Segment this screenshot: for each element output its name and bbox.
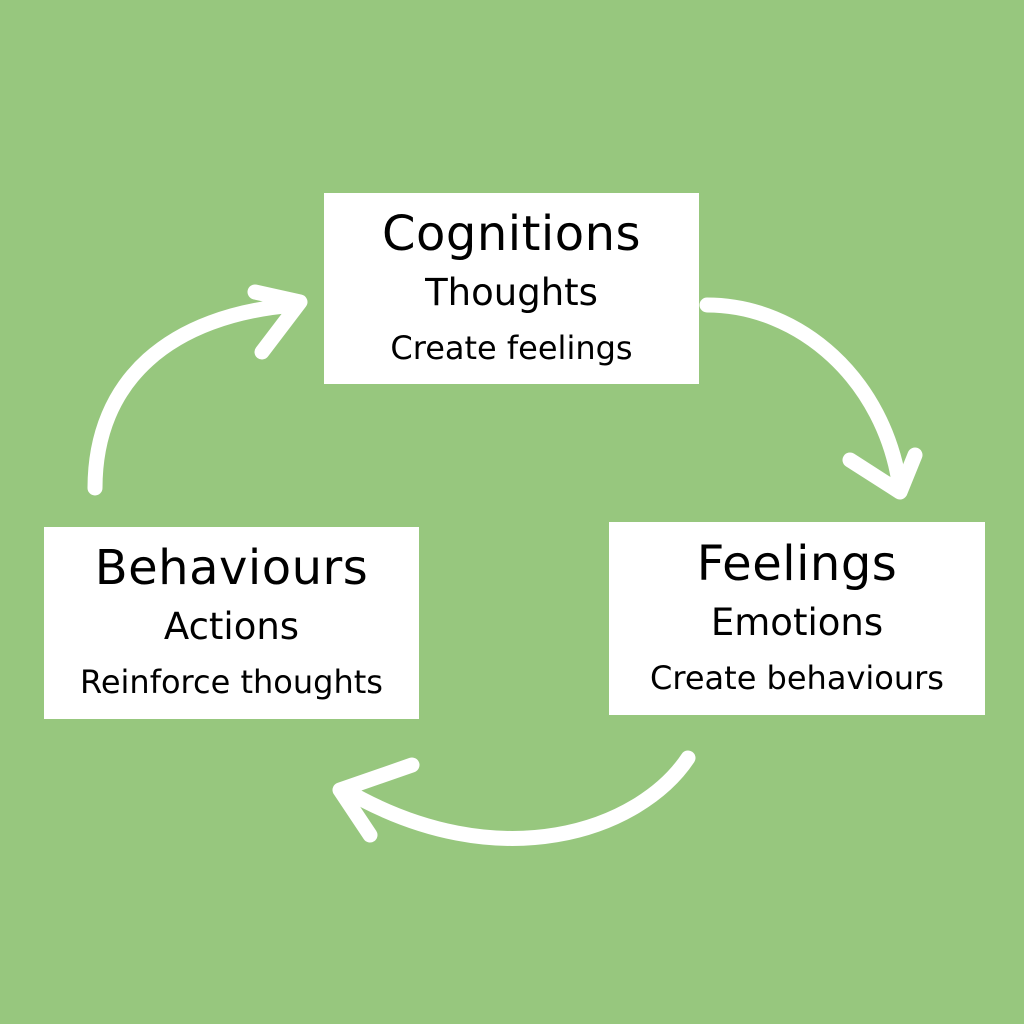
node-cognitions: Cognitions Thoughts Create feelings <box>324 193 699 384</box>
node-description: Create feelings <box>390 328 633 367</box>
node-description: Reinforce thoughts <box>80 663 383 701</box>
node-subtitle: Emotions <box>710 600 884 644</box>
node-subtitle: Thoughts <box>425 270 598 314</box>
node-title: Feelings <box>696 535 898 592</box>
node-behaviours: Behaviours Actions Reinforce thoughts <box>44 527 419 719</box>
node-title: Behaviours <box>94 540 369 596</box>
node-feelings: Feelings Emotions Create behaviours <box>609 522 985 715</box>
node-subtitle: Actions <box>163 605 300 648</box>
arrow-feelings-to-behaviours <box>332 750 696 846</box>
arrow-cognitions-to-feelings <box>699 297 923 500</box>
node-description: Create behaviours <box>650 658 944 697</box>
node-title: Cognitions <box>381 205 642 262</box>
arrow-behaviours-to-cognitions <box>87 284 308 496</box>
